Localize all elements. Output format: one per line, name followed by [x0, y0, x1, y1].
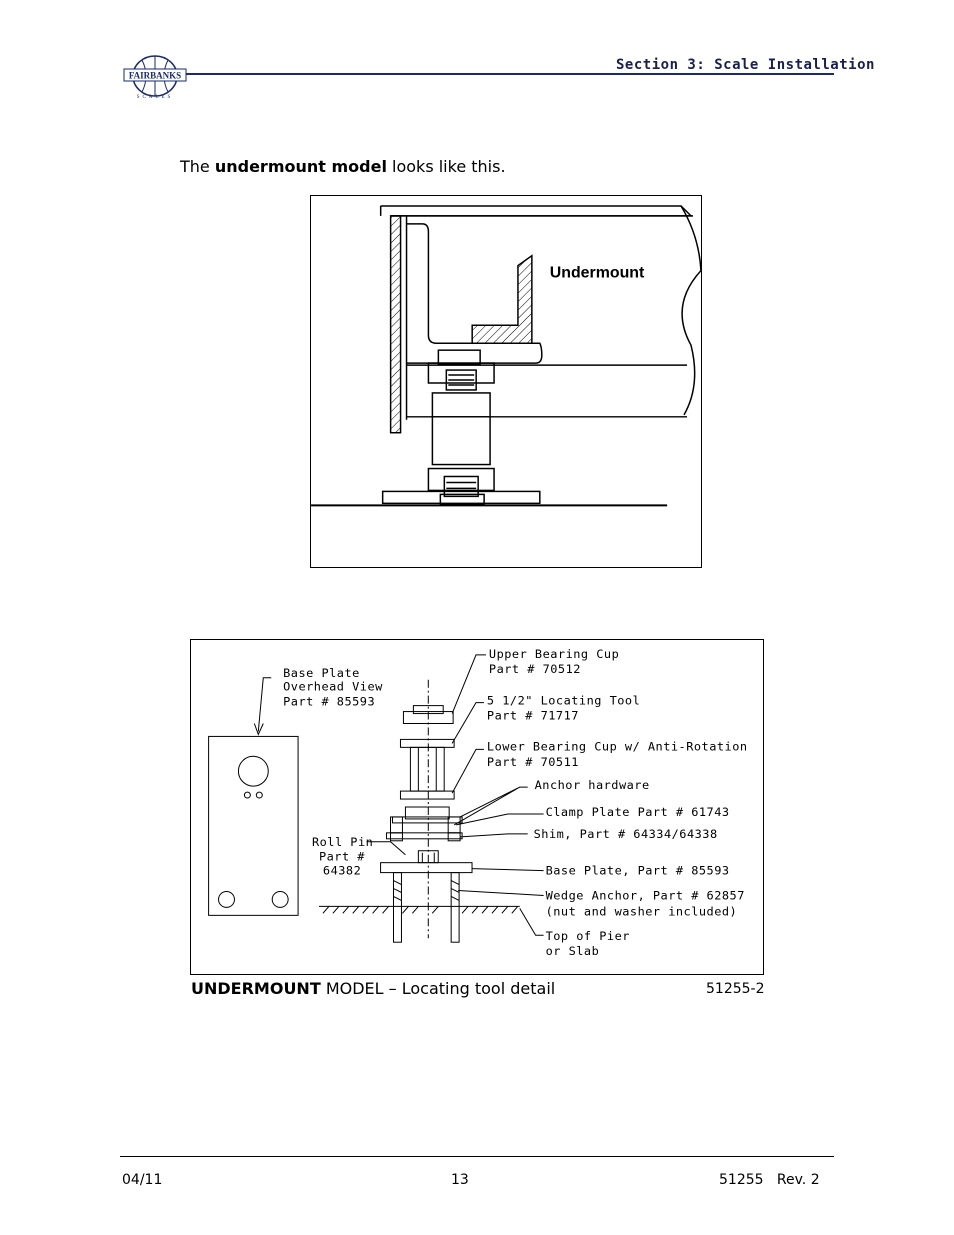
- wedge-anchor-label-1: Wedge Anchor, Part # 62857: [546, 888, 745, 902]
- undermount-drawing: Undermount: [310, 195, 702, 568]
- upper-cup-label-1: Upper Bearing Cup: [489, 647, 619, 661]
- lower-cup-label-1: Lower Bearing Cup w/ Anti-Rotation: [487, 739, 748, 753]
- locating-tool-detail-drawing: Base Plate Overhead View Part # 85593 Up…: [190, 639, 764, 975]
- shim-label: Shim, Part # 64334/64338: [534, 827, 718, 841]
- base-plate-label-3: Part # 85593: [283, 695, 375, 709]
- roll-pin-label-2: Part #: [319, 850, 365, 864]
- svg-text:FAIRBANKS: FAIRBANKS: [129, 71, 181, 81]
- caption-text: MODEL – Locating tool detail: [320, 979, 556, 998]
- intro-text: The undermount model looks like this.: [180, 157, 506, 176]
- wedge-anchor-label-2: (nut and washer included): [546, 904, 738, 918]
- upper-cup-label-2: Part # 70512: [489, 662, 581, 676]
- svg-text:SCALES: SCALES: [137, 95, 174, 100]
- section-title: Section 3: Scale Installation: [616, 57, 875, 73]
- clamp-plate-label: Clamp Plate Part # 61743: [546, 805, 730, 819]
- page-number: 13: [451, 1172, 469, 1188]
- fairbanks-logo: FAIRBANKS SCALES: [123, 55, 187, 100]
- intro-suffix: looks like this.: [386, 157, 506, 176]
- anchor-hardware-label: Anchor hardware: [535, 778, 650, 792]
- header-rule: [186, 73, 834, 75]
- undermount-label: Undermount: [550, 265, 645, 282]
- document-revision: 51255 Rev. 2: [719, 1172, 820, 1188]
- locating-tool-label-1: 5 1/2" Locating Tool: [487, 694, 640, 708]
- base-plate-label-2: Overhead View: [283, 680, 383, 694]
- intro-prefix: The: [180, 157, 215, 176]
- footer-rule: [120, 1156, 834, 1157]
- caption-bold: UNDERMOUNT: [191, 979, 321, 998]
- base-plate-part-label: Base Plate, Part # 85593: [546, 864, 730, 878]
- figure-caption: UNDERMOUNT MODEL – Locating tool detail: [191, 979, 555, 998]
- figure-number: 51255-2: [706, 981, 765, 997]
- lower-cup-label-2: Part # 70511: [487, 755, 579, 769]
- footer-date: 04/11: [122, 1172, 163, 1188]
- pier-label-2: or Slab: [546, 944, 600, 958]
- base-plate-label-1: Base Plate: [283, 666, 360, 680]
- locating-tool-label-2: Part # 71717: [487, 709, 579, 723]
- roll-pin-label-1: Roll Pin: [312, 835, 373, 849]
- roll-pin-label-3: 64382: [323, 864, 361, 878]
- pier-label-1: Top of Pier: [546, 929, 630, 943]
- intro-bold: undermount model: [214, 157, 387, 176]
